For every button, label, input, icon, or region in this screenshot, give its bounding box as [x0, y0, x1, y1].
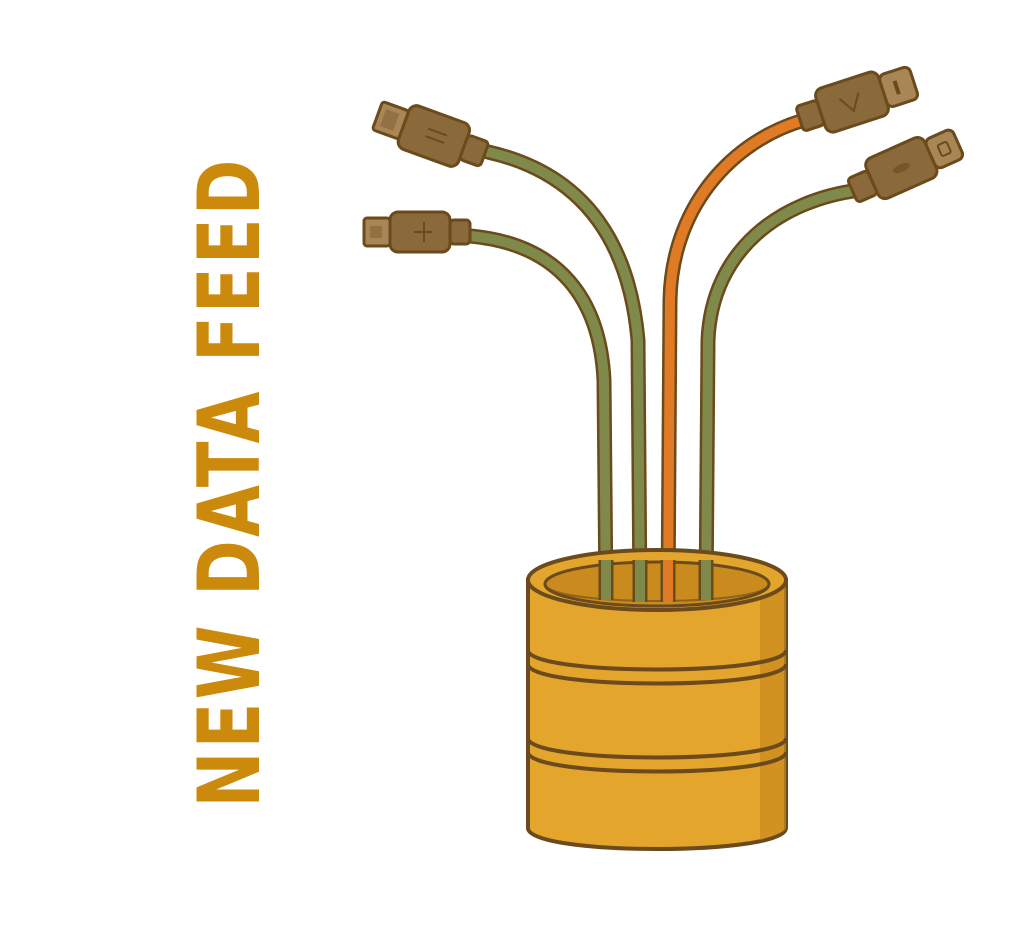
cable-green-left	[462, 228, 614, 608]
usb-plug-icon	[846, 128, 965, 204]
usb-plug-icon	[362, 210, 472, 254]
cable-orange	[660, 110, 820, 608]
cable-ends	[598, 560, 714, 602]
usb-plug-icon	[371, 100, 490, 168]
usb-cable-icon	[462, 110, 868, 608]
usb-plug-icon	[795, 65, 920, 134]
cable-green-center-left	[480, 144, 648, 608]
database-icon	[526, 548, 788, 851]
cable-green-right	[698, 182, 868, 608]
